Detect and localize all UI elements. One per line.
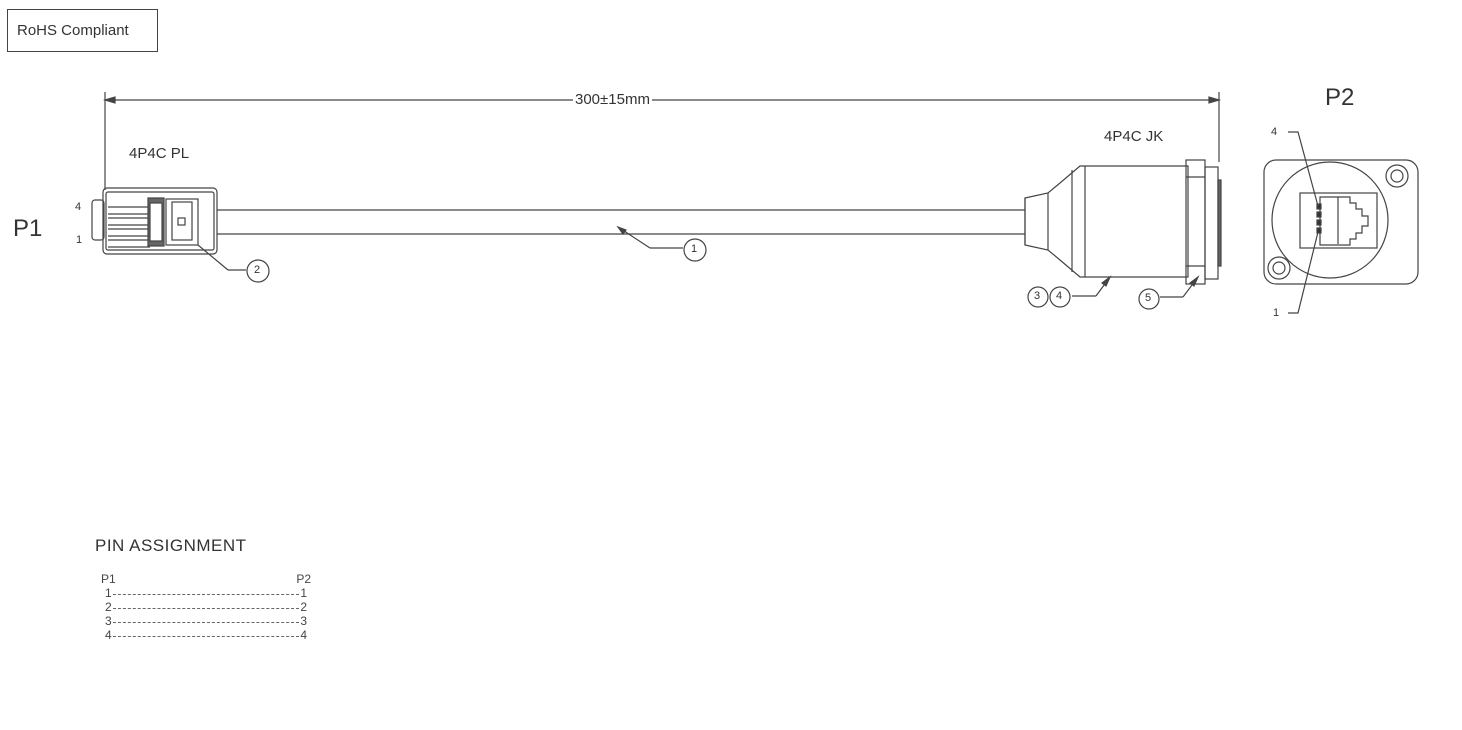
- rohs-compliant-badge: RoHS Compliant: [7, 9, 158, 52]
- arrow-left-icon: [102, 96, 116, 104]
- p1-label: P1: [13, 215, 43, 242]
- p1-connector-type: 4P4C PL: [129, 145, 190, 162]
- pin-p1: 2: [105, 600, 112, 614]
- p2-jack-side: [1024, 159, 1222, 285]
- pin-p1: 4: [105, 628, 112, 642]
- length-dimension: 300±15mm: [573, 91, 652, 108]
- balloon-3-4: [1027, 275, 1112, 308]
- pin-assignment-header: P1 P2: [101, 572, 311, 586]
- pin-assignment-title: PIN ASSIGNMENT: [95, 536, 247, 555]
- balloon-4-number: 4: [1056, 290, 1063, 302]
- p2-label: P2: [1325, 84, 1355, 111]
- balloon-5-number: 5: [1145, 292, 1152, 304]
- p1-plug: [91, 187, 218, 255]
- pin-p2: 3: [300, 614, 307, 628]
- pin-p2: 4: [300, 628, 307, 642]
- balloon-1-number: 1: [691, 243, 698, 255]
- p2-jack-front: [1263, 131, 1419, 314]
- balloon-2-number: 2: [254, 264, 261, 276]
- pin-p1: 1: [105, 586, 112, 600]
- balloon-3-number: 3: [1034, 290, 1041, 302]
- p2-pin-top: 4: [1271, 126, 1278, 138]
- header-p2: P2: [296, 572, 311, 586]
- p1-pin-top: 4: [75, 201, 82, 213]
- balloon-5: [1138, 275, 1200, 310]
- balloon-2: [197, 244, 270, 283]
- p2-pin-bottom: 1: [1273, 307, 1280, 319]
- balloon-1: [616, 225, 707, 262]
- pin-p2: 2: [300, 600, 307, 614]
- header-p1: P1: [101, 572, 116, 586]
- p2-connector-type: 4P4C JK: [1104, 128, 1164, 145]
- pin-p2: 1: [300, 586, 307, 600]
- arrow-right-icon: [1208, 96, 1222, 104]
- p1-pin-bottom: 1: [76, 234, 83, 246]
- pin-p1: 3: [105, 614, 112, 628]
